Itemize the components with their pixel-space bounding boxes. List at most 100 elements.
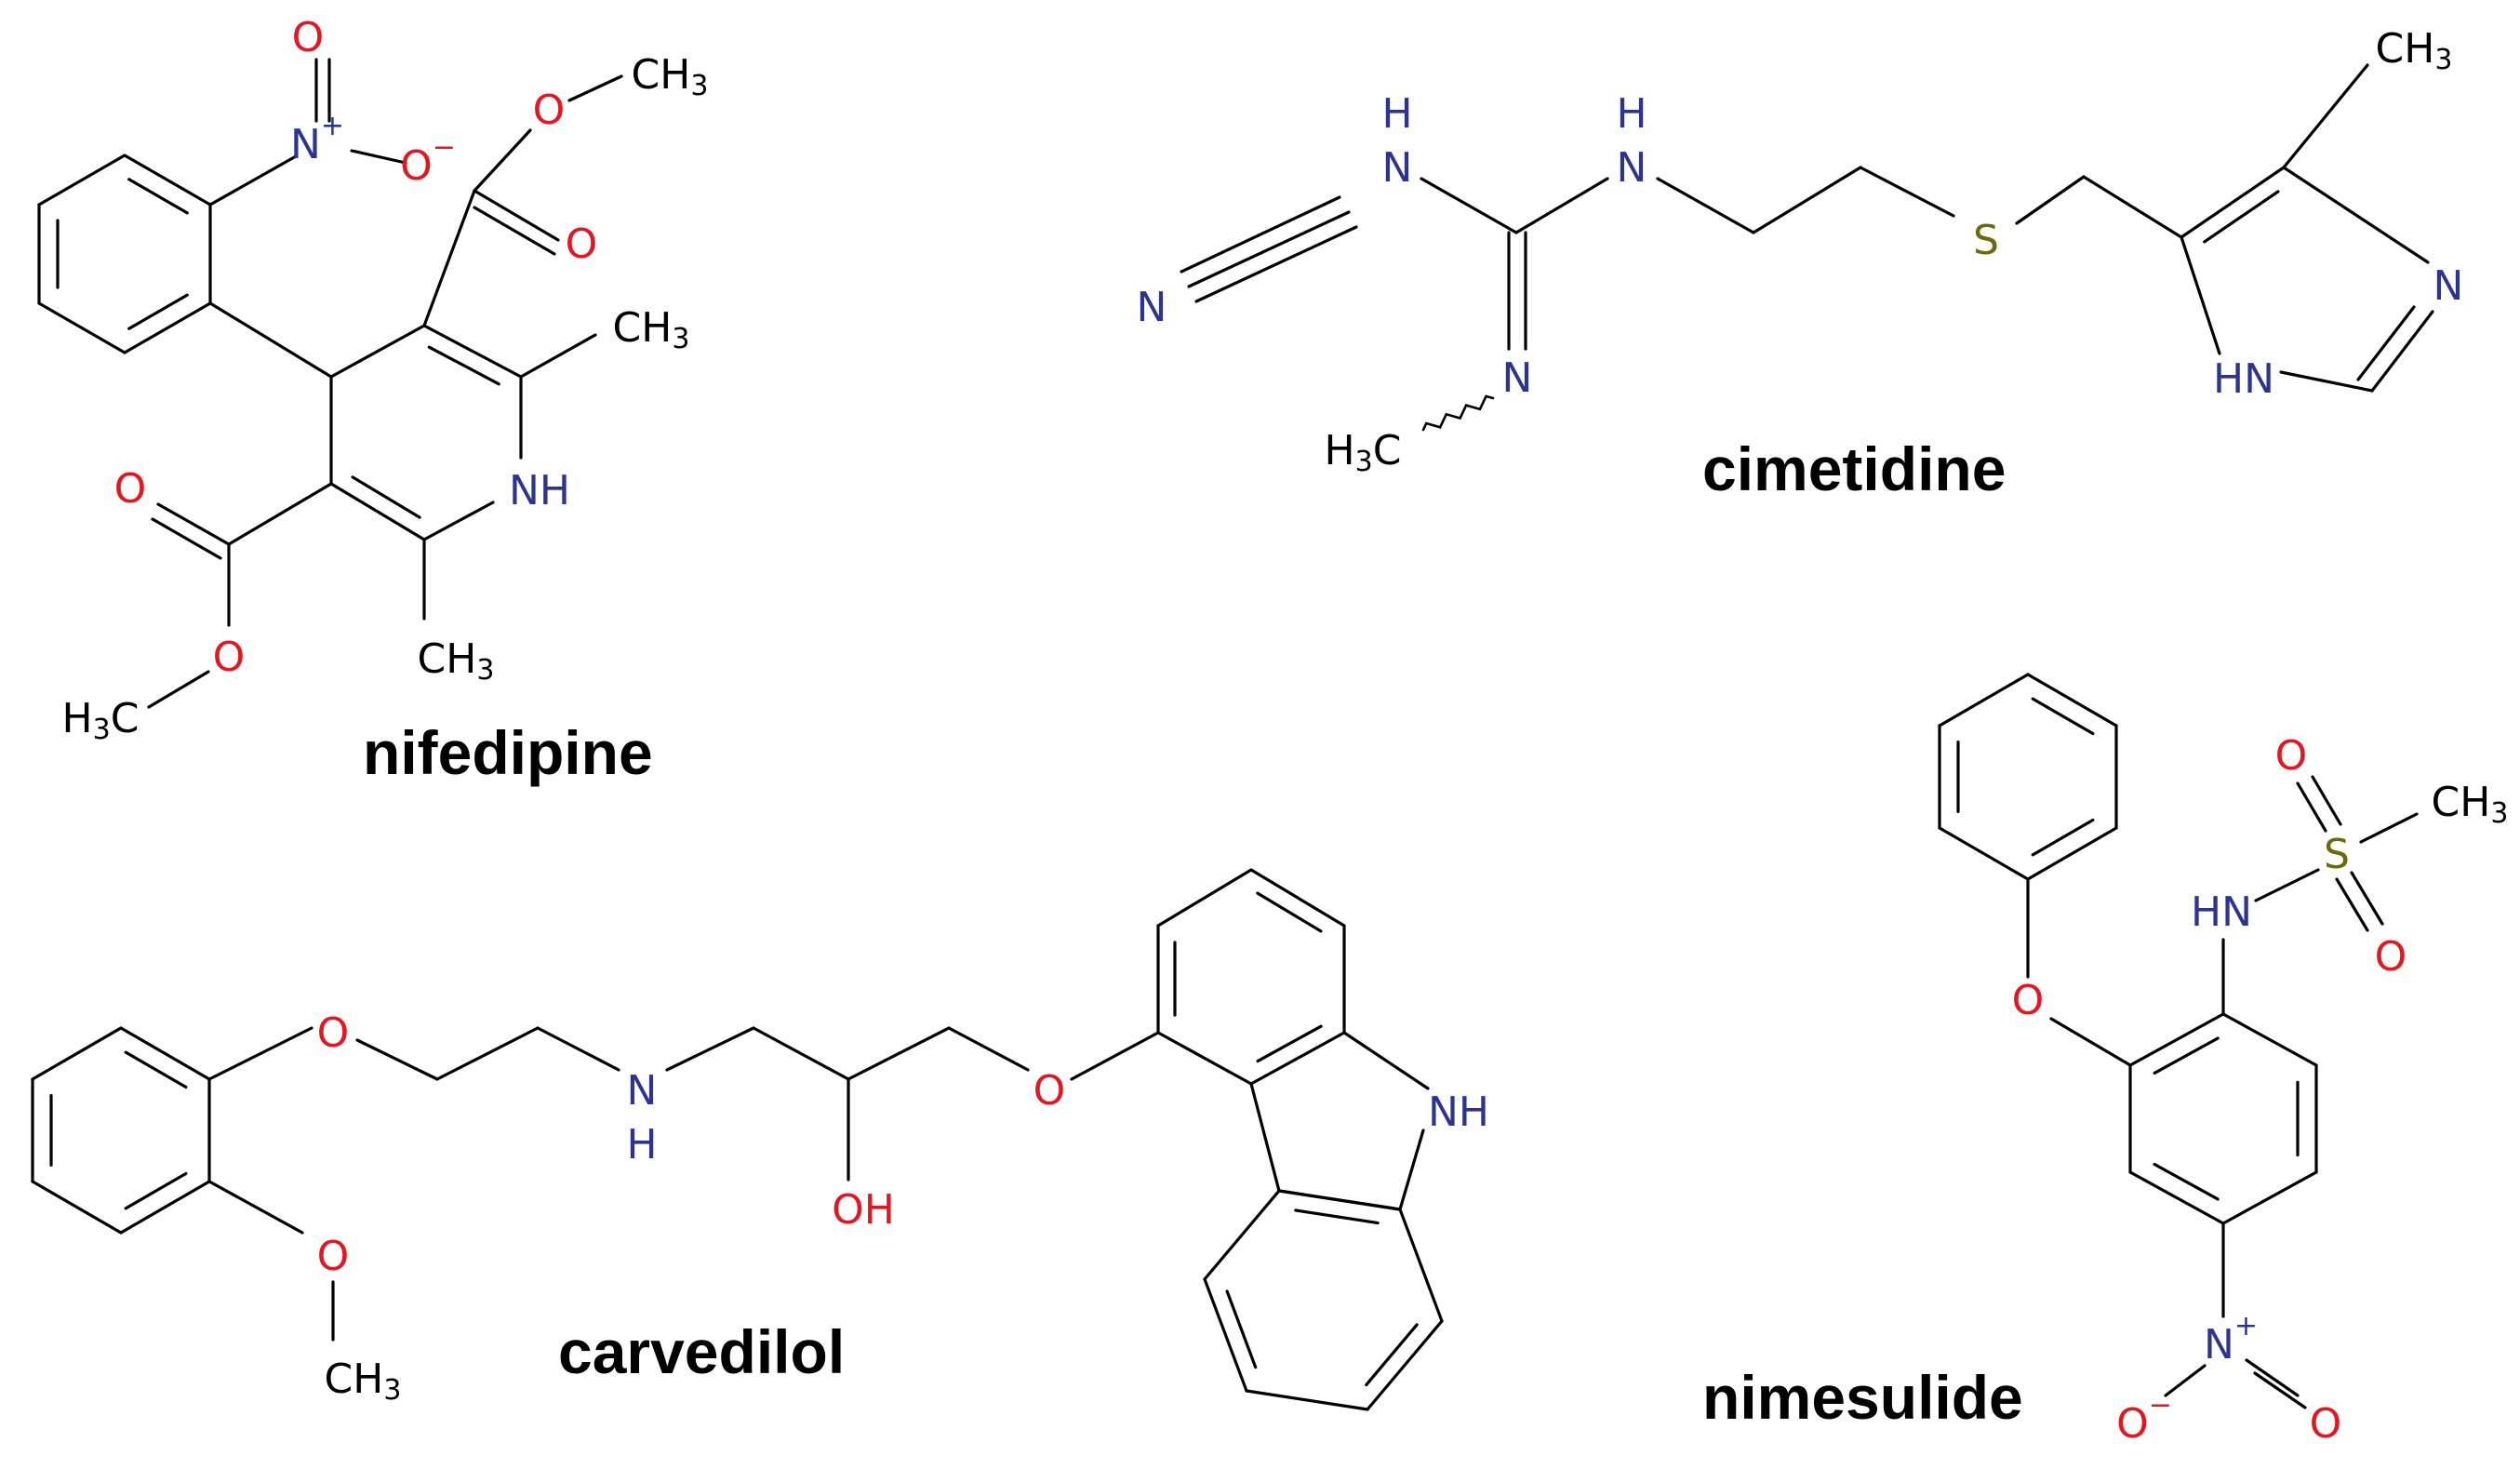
nifedipine-ester-bond xyxy=(473,189,560,242)
cimetidine-chain-bond xyxy=(1656,177,1755,234)
nifedipine-ester-bond xyxy=(422,189,476,327)
cimetidine-chain-bond xyxy=(1752,166,1862,234)
cimetidine-chain-bond xyxy=(2082,175,2183,239)
cimetidine-ring-nh: HN xyxy=(2213,355,2274,403)
cimetidine-nitrile-nitrogen: N xyxy=(1137,284,1167,331)
nimesulide-sulfonyl-oxygen-top: O xyxy=(2275,732,2308,780)
carvedilol-ether-oxygen-right: O xyxy=(1033,1067,1066,1115)
nimesulide-sulfonyl-bond xyxy=(2311,775,2342,826)
nifedipine-benzene-bond xyxy=(37,301,127,354)
nimesulide-phenoxy-bond xyxy=(2026,826,2118,881)
carvedilol-amine-nitrogen: N xyxy=(627,1067,658,1115)
nifedipine-methoxy-methyl: CH3 xyxy=(632,51,709,102)
nimesulide-ring-bond xyxy=(2128,1012,2225,1067)
nifedipine-benzene-bond xyxy=(127,178,189,215)
nimesulide-phenoxy-bond xyxy=(1938,673,2030,728)
carvedilol-chain-bond xyxy=(355,1038,439,1081)
carvedilol-lower-benzene-bond xyxy=(1365,1323,1419,1387)
nifedipine-nitro-oxygen-top: O xyxy=(292,14,325,61)
nimesulide-ring-bond xyxy=(2221,1012,2318,1067)
nimesulide-nitro-oxygen-left: O− xyxy=(2116,1389,2172,1448)
carvedilol-chain-bond xyxy=(665,1026,755,1072)
nifedipine-lower-methyl: H3C xyxy=(62,695,140,746)
nifedipine-benzene-bond xyxy=(123,154,212,207)
carvedilol-pyrrole-bond xyxy=(1249,1082,1281,1193)
nifedipine-ring-bond xyxy=(351,475,421,519)
carvedilol-carbazole-bond xyxy=(1156,868,1253,928)
cimetidine-ring-bond xyxy=(2203,190,2280,244)
nifedipine-ester-bond xyxy=(227,482,333,546)
carvedilol-pyrrole-bond xyxy=(1398,1128,1425,1211)
cimetidine-chain-bond xyxy=(1859,166,1955,218)
nimesulide-ring-bond xyxy=(2221,1170,2318,1225)
carvedilol-carbazole-bond xyxy=(1249,1031,1346,1086)
nifedipine-benzene-bond xyxy=(37,154,127,207)
nimesulide-sulfur: S xyxy=(2324,831,2350,878)
nimesulide-nitro-bond xyxy=(2164,1364,2207,1397)
carvedilol-lower-benzene-bond xyxy=(1225,1289,1258,1369)
carvedilol-chain-bond xyxy=(752,1026,850,1081)
nifedipine-ester-bond xyxy=(156,502,231,546)
carvedilol-chain-bond xyxy=(947,1026,1030,1072)
carvedilol-hydroxyl: OH xyxy=(832,1186,895,1234)
cimetidine-ring-bond xyxy=(2370,310,2434,393)
molecule-name-nimesulide: nimesulide xyxy=(1702,1363,2023,1432)
carvedilol-phenyl-bond xyxy=(119,1180,211,1235)
cimetidine-nh-hydrogen-right: H xyxy=(1616,90,1647,138)
cimetidine-bond xyxy=(1420,177,1518,234)
cimetidine-nh-right: N xyxy=(1617,144,1647,192)
carvedilol-lower-benzene-bond xyxy=(1294,1208,1380,1225)
carvedilol-chain-bond xyxy=(847,1026,951,1081)
nimesulide-ring-bond xyxy=(2153,1036,2220,1075)
molecule-name-carvedilol: carvedilol xyxy=(558,1317,845,1386)
cimetidine-imine-nitrogen: N xyxy=(1502,354,1533,402)
nifedipine-ring-bond xyxy=(329,324,426,379)
nimesulide-phenoxy-bond xyxy=(1938,826,2030,881)
nimesulide-methyl: CH3 xyxy=(2432,779,2509,830)
cimetidine-methyl-left: H3C xyxy=(1325,427,1402,478)
nifedipine-ester-bond xyxy=(567,74,623,102)
nifedipine-methyl-bond xyxy=(519,333,597,379)
cimetidine-ring-bond xyxy=(2180,166,2286,239)
nimesulide-phenoxy-bond xyxy=(2031,818,2095,857)
cimetidine-nh-hydrogen-left: H xyxy=(1381,90,1412,138)
carvedilol-chain-bond xyxy=(435,1026,540,1081)
nimesulide-sulfonamide-nh: HN xyxy=(2191,888,2252,936)
cimetidine-nitrile-bond xyxy=(1180,195,1341,274)
carvedilol-lower-benzene-bond xyxy=(1366,1319,1444,1411)
cimetidine-chain-bond xyxy=(2015,175,2086,225)
carvedilol-phenyl-bond xyxy=(31,1180,123,1235)
nimesulide-sulfonyl-bond xyxy=(2359,812,2419,844)
nimesulide-nitro-oxygen-right: O xyxy=(2310,1400,2342,1448)
cimetidine-methyl-bond xyxy=(2282,63,2369,169)
nimesulide-phenoxy-bond xyxy=(2031,697,2095,736)
carvedilol-lower-benzene-bond xyxy=(1245,1389,1369,1411)
carvedilol-carbazole-bond xyxy=(1256,891,1323,933)
molecule-name-nifedipine: nifedipine xyxy=(363,718,653,787)
nimesulide-nitro-bond xyxy=(2245,1358,2300,1397)
nimesulide-phenoxy-bond xyxy=(2026,673,2118,728)
carvedilol-phenyl-bond xyxy=(124,1050,188,1089)
carvedilol-ether-oxygen-left: O xyxy=(317,1009,350,1057)
nifedipine-ester-bond xyxy=(473,206,556,256)
carvedilol-chain-bond xyxy=(207,1026,313,1081)
cimetidine-ring-nitrogen: N xyxy=(2433,262,2464,310)
nimesulide-nitro-nitrogen: N+ xyxy=(2204,1310,2258,1369)
nimesulide-sulfonyl-bond xyxy=(2350,871,2384,926)
carvedilol-methoxy-oxygen: O xyxy=(317,1233,350,1280)
cimetidine-ring-bond xyxy=(2282,166,2430,264)
carvedilol-lower-benzene-bond xyxy=(1203,1189,1281,1281)
nifedipine-methyl-upper: CH3 xyxy=(613,304,690,355)
nifedipine-ring-bond xyxy=(329,482,426,541)
cimetidine-sulfur: S xyxy=(1973,217,1999,264)
cimetidine-wavy-bond xyxy=(1421,394,1495,432)
nimesulide-sulfonyl-bond xyxy=(2335,877,2369,932)
bond-lines xyxy=(31,58,2434,1411)
atom-labels: N+OO−NHCH3CH3OOCH3OOH3CNHNHNNH3CSNHNCH3O… xyxy=(62,14,2509,1448)
nifedipine-benzene-bond xyxy=(123,301,212,354)
nimesulide-ether-oxygen: O xyxy=(2012,977,2045,1024)
nifedipine-lower-carbonyl-oxygen: O xyxy=(114,465,147,513)
nifedipine-ester-bond xyxy=(473,128,532,193)
carvedilol-phenyl-bond xyxy=(124,1171,188,1210)
